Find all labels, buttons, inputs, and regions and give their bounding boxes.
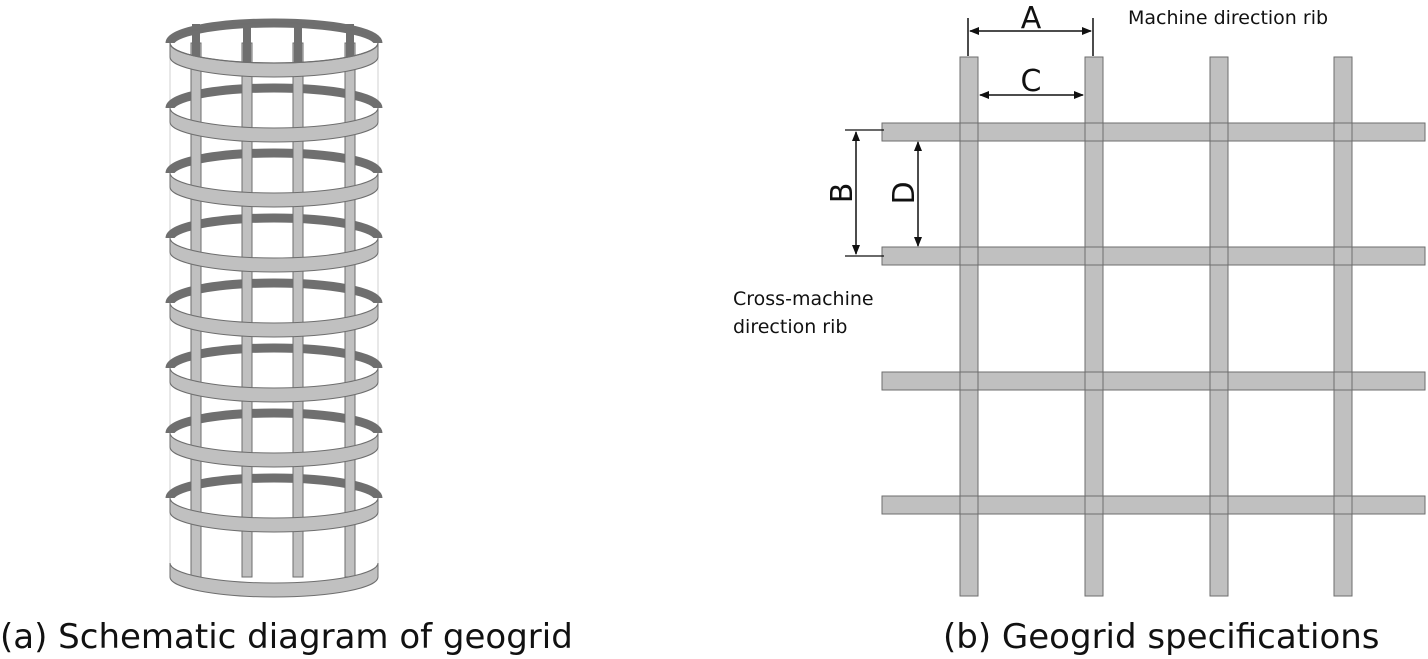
ring-back-half (165, 278, 383, 304)
rib-junction (959, 371, 979, 391)
cross-machine-rib (881, 122, 1426, 142)
machine-direction-rib-label: Machine direction rib (1128, 7, 1328, 29)
machine-direction-rib (1084, 56, 1104, 597)
geogrid-specification-grid (881, 56, 1426, 597)
dim-b-label: B (825, 183, 860, 204)
vertical-rib-back (192, 24, 200, 62)
ring-back-half (165, 148, 383, 174)
vertical-rib-back (294, 24, 302, 62)
dimension-annotations: A C B D (825, 1, 1094, 257)
rib-junction (1084, 246, 1104, 266)
cross-machine-rib-label-line1: Cross-machine (733, 288, 874, 310)
rib-junction (1333, 246, 1353, 266)
cross-machine-rib-label-line2: direction rib (733, 316, 847, 338)
vertical-rib-front (292, 42, 304, 578)
ring-front-band (169, 562, 379, 598)
vertical-rib-back (243, 24, 251, 62)
rib-junction (1084, 122, 1104, 142)
vertical-rib-back (346, 24, 354, 62)
dim-d-label: D (887, 181, 922, 204)
ring-front-band (169, 237, 379, 273)
ring-front-band (169, 172, 379, 208)
ring-front-band (169, 497, 379, 533)
vertical-rib-front (241, 42, 253, 578)
rib-junction (1084, 371, 1104, 391)
rib-junction (1209, 122, 1229, 142)
caption-a: (a) Schematic diagram of geogrid (0, 617, 573, 657)
rib-junction (1333, 371, 1353, 391)
rib-junction (1333, 495, 1353, 515)
ring-back-half (165, 343, 383, 369)
cross-machine-rib (881, 371, 1426, 391)
geogrid-cylinder-schematic (165, 18, 383, 598)
rib-junction (959, 246, 979, 266)
rib-junction (1209, 246, 1229, 266)
machine-direction-rib (1333, 56, 1353, 597)
machine-direction-rib (959, 56, 979, 597)
ring-front-band (169, 302, 379, 338)
ring-front-band (169, 107, 379, 143)
cross-machine-rib (881, 495, 1426, 515)
ring-front-band (169, 432, 379, 468)
dim-c-label: C (1021, 64, 1042, 99)
ring-back-half (165, 408, 383, 434)
rib-junction (959, 495, 979, 515)
rib-junction (1209, 371, 1229, 391)
ring-back-half (165, 213, 383, 239)
ring-back-half (165, 473, 383, 499)
rib-junction (1209, 495, 1229, 515)
ring-front-band (169, 367, 379, 403)
rib-junction (1084, 495, 1104, 515)
ring-back-half (165, 83, 383, 109)
rib-junction (959, 122, 979, 142)
caption-b: (b) Geogrid specifications (943, 617, 1380, 657)
machine-direction-rib (1209, 56, 1229, 597)
cylinder-top-ellipse (169, 22, 379, 64)
dim-a-label: A (1021, 1, 1042, 36)
rib-junction (1333, 122, 1353, 142)
